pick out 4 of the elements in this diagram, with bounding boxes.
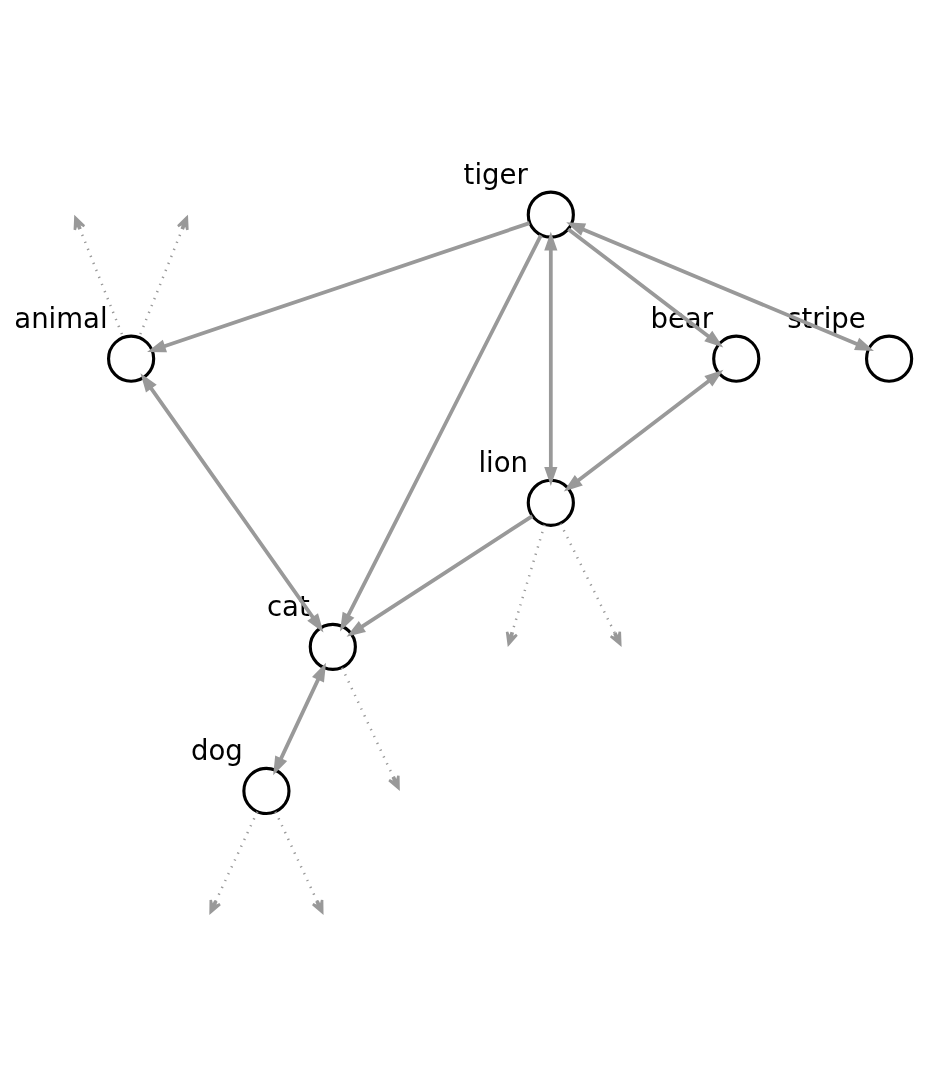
node-label: dog xyxy=(191,734,243,767)
node-label: tiger xyxy=(463,158,528,191)
node-label: animal xyxy=(14,302,108,335)
node-label: lion xyxy=(478,446,529,479)
